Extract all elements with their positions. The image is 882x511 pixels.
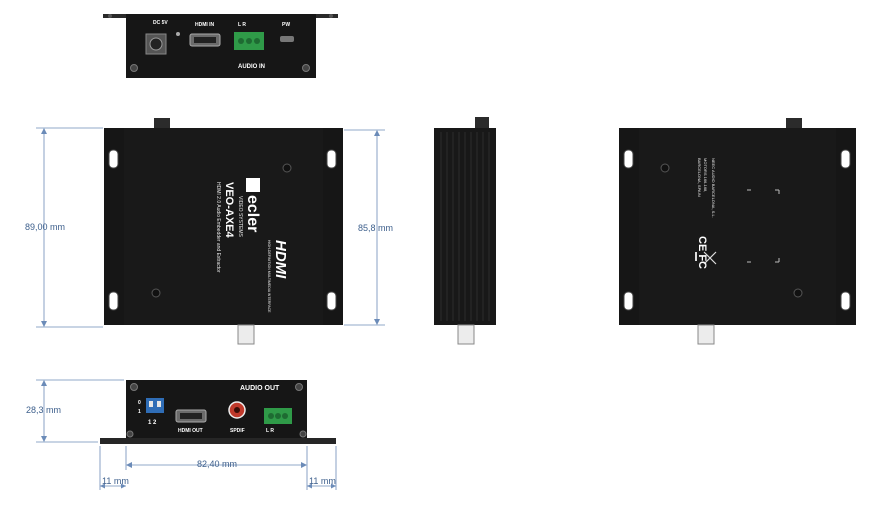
audio-out-lr: L R: [266, 428, 274, 434]
mount-slot: [840, 291, 851, 311]
terminal-screw-icon: [282, 413, 288, 419]
terminal-screw-icon: [275, 413, 281, 419]
terminal-screw-icon: [238, 38, 244, 44]
dip-on-label: 0: [138, 400, 141, 406]
back-body: [639, 128, 836, 325]
mount-slot: [108, 149, 119, 169]
mount-slot: [623, 291, 634, 311]
pw-label: PW: [282, 22, 290, 28]
side-top-stub: [475, 117, 489, 128]
dip-switch: [146, 398, 164, 413]
weee-bin-icon: [703, 251, 717, 265]
ecler-logo-icon: [246, 178, 260, 192]
dc-label: DC 5V: [153, 20, 168, 26]
audio-out-label: AUDIO OUT: [240, 385, 280, 392]
left-flange: [104, 128, 126, 325]
screw-icon: [130, 383, 138, 391]
brand-name: ecler: [244, 195, 261, 232]
led-icon: [176, 32, 180, 36]
top-panel-view: DC 5V HDMI IN L R AUDIO IN PW: [103, 14, 338, 78]
height-right-label: 85,8 mm: [358, 223, 393, 233]
screw-icon: [660, 163, 670, 173]
back-top-stub: [786, 118, 802, 128]
front-view: ecler VIDEO SYSTEMS VEO-AXE4 HDMI 2.0 Au…: [25, 118, 393, 345]
hdmi-in-label: HDMI IN: [195, 22, 215, 28]
bottom-panel-view: 0 1 1 2 HDMI OUT SPDIF L R AUDIO OUT 28,…: [26, 379, 337, 490]
dc-jack-icon: [149, 37, 163, 51]
company-address2: BARCELONA, SPAIN: [697, 158, 702, 197]
dip-toggle-icon: [149, 401, 153, 407]
back-view: NEEC AUDIO BARCELONA, S.L. MOTORS 166-16…: [619, 118, 856, 345]
screw-icon: [793, 288, 803, 298]
top-connector-stub: [154, 118, 170, 128]
company-address1: MOTORS 166-168,: [703, 158, 708, 192]
terminal-screw-icon: [246, 38, 252, 44]
spdif-label: SPDIF: [230, 428, 245, 434]
label-area-marks: [747, 189, 780, 263]
side-bottom-stub: [457, 324, 475, 345]
model-name: VEO-AXE4: [223, 182, 235, 239]
mount-slot: [108, 291, 119, 311]
screw-icon: [282, 163, 292, 173]
audio-lr-label: L R: [238, 22, 246, 28]
bottom-connector-stub: [237, 324, 255, 345]
depth-label: 28,3 mm: [26, 405, 61, 415]
right-flange: [321, 128, 343, 325]
hdmi-logo-text: HDMI: [272, 240, 289, 279]
dip-side-label: 1: [138, 409, 141, 415]
bottom-panel-body: [126, 380, 307, 440]
hdmi-logo-sub: HIGH-DEFINITION MULTIMEDIA INTERFACE: [267, 240, 271, 313]
weee-bar-icon: [695, 252, 697, 261]
screw-icon: [126, 430, 134, 438]
mount-slot: [623, 149, 634, 169]
power-port: [280, 36, 294, 42]
dip-numbers: 1 2: [148, 420, 157, 426]
bottom-flange: [100, 438, 336, 444]
screw-icon: [329, 14, 333, 18]
front-branding: ecler VIDEO SYSTEMS VEO-AXE4 HDMI 2.0 Au…: [215, 178, 261, 273]
flange-right-label: 11 mm: [309, 476, 336, 486]
heatsink-fins: [440, 132, 490, 321]
back-right-flange: [834, 128, 856, 325]
hdmi-port-icon: [180, 413, 202, 419]
company-name: NEEC AUDIO BARCELONA, S.L.: [711, 158, 716, 218]
top-panel-body: [126, 14, 316, 78]
dip-toggle-icon: [157, 401, 161, 407]
back-label: NEEC AUDIO BARCELONA, S.L. MOTORS 166-16…: [697, 158, 716, 218]
hdmi-port-icon: [194, 37, 216, 43]
spdif-jack-icon: [234, 407, 240, 413]
back-bottom-stub: [697, 324, 715, 345]
screw-icon: [299, 430, 307, 438]
screw-icon: [295, 383, 303, 391]
hdmi-logo: HDMI HIGH-DEFINITION MULTIMEDIA INTERFAC…: [267, 240, 289, 313]
screw-icon: [151, 288, 161, 298]
mount-slot: [326, 291, 337, 311]
screw-icon: [302, 64, 310, 72]
brand-sub: VIDEO SYSTEMS: [237, 196, 243, 238]
screw-icon: [108, 14, 112, 18]
terminal-screw-icon: [254, 38, 260, 44]
width-label: 82,40 mm: [197, 459, 237, 469]
mount-slot: [326, 149, 337, 169]
cert-marks: CE FC: [696, 236, 708, 269]
screw-icon: [130, 64, 138, 72]
flange-left-label: 11 mm: [102, 476, 129, 486]
back-left-flange: [619, 128, 641, 325]
model-description: HDMI 2.0 Audio Embedder and Extractor: [215, 182, 221, 273]
audio-in-label: AUDIO IN: [238, 64, 265, 70]
hdmi-out-label: HDMI OUT: [178, 428, 203, 434]
terminal-screw-icon: [268, 413, 274, 419]
height-left-label: 89,00 mm: [25, 222, 65, 232]
side-view: [434, 117, 496, 345]
cert-marks-text: CE FC: [696, 236, 708, 269]
mount-slot: [840, 149, 851, 169]
